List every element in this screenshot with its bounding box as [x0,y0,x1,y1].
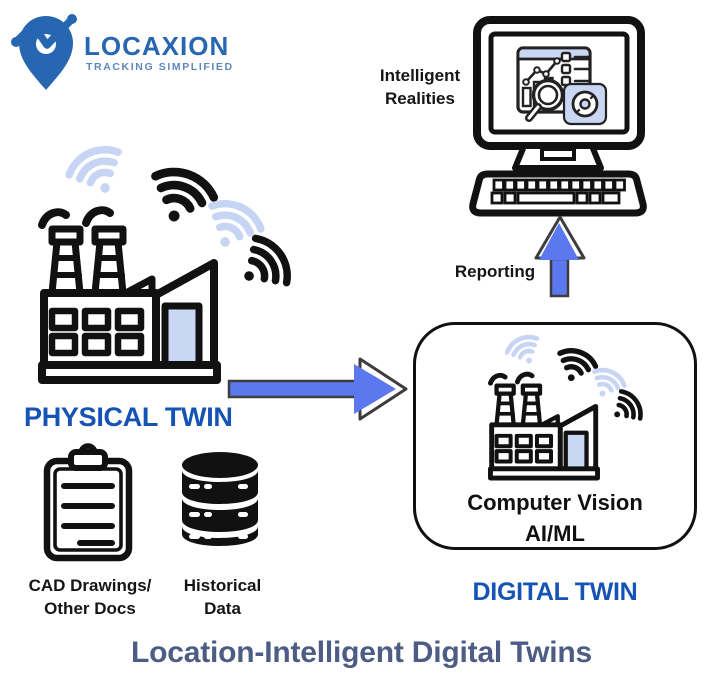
locaxion-logo-pin-icon [11,14,77,91]
intelligent-realities-label: Intelligent Realities [355,64,485,110]
cad-drawings-label: CAD Drawings/ Other Docs [14,574,166,620]
keyboard-icon [469,170,647,217]
intelligent-realities-line2: Realities [385,89,455,108]
computer-vision-line2: AI/ML [525,521,585,546]
physical-twin-heading: PHYSICAL TWIN [24,402,233,432]
digital-twin-heading: DIGITAL TWIN [472,578,638,606]
digital-factory-icon [478,333,662,486]
reporting-label: Reporting [454,262,536,281]
historical-data-line2: Data [204,599,241,618]
computer-monitor-icon [469,16,647,217]
donut-chart-icon [562,82,608,126]
computer-vision-label: Computer Vision AI/ML [413,487,697,549]
historical-data-line1: Historical [183,576,262,595]
up-arrow-icon [534,215,586,298]
cad-drawings-line1: CAD Drawings/ [28,576,152,595]
database-icon [182,452,258,546]
page-title: Location-Intelligent Digital Twins [131,636,592,669]
cad-drawings-line2: Other Docs [44,599,136,618]
right-arrow-icon [227,357,408,421]
clipboard-docs-icon [43,443,133,562]
logo-tagline: TRACKING SIMPLIFIED [86,61,234,73]
checklist-icon [560,51,590,87]
magnifier-icon [525,78,565,122]
logo-brand-text: LOCAXION [84,31,230,61]
historical-data-label: Historical Data [160,574,285,620]
intelligent-realities-line1: Intelligent [379,66,461,85]
dashboard-icon [516,46,608,126]
computer-vision-line1: Computer Vision [467,490,643,515]
